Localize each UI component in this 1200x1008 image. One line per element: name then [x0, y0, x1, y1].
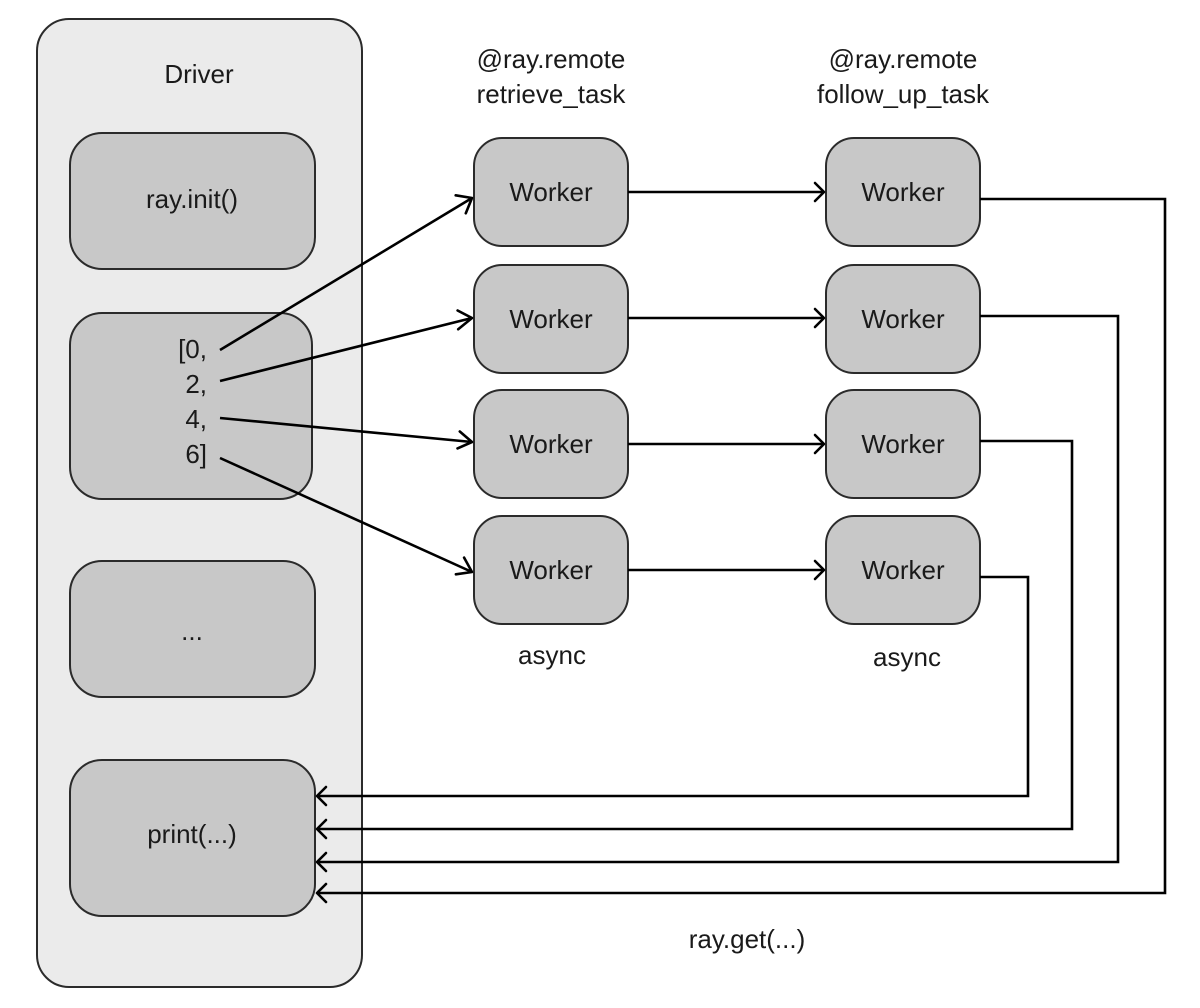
arrowhead-icon: [456, 430, 474, 450]
retrieve-async-label: async: [518, 640, 586, 670]
return-edge-followup1: [317, 197, 1167, 895]
arrowhead-icon: [454, 194, 474, 215]
worker-label: Worker: [509, 304, 593, 334]
list-item-3: 6]: [185, 439, 207, 469]
list-item-0: [0,: [178, 334, 207, 364]
followup-decorator: @ray.remote: [829, 44, 978, 74]
list-item-2: 4,: [185, 404, 207, 434]
arrowhead-icon: [315, 882, 328, 904]
print-block-label: print(...): [147, 819, 237, 849]
worker-label: Worker: [861, 304, 945, 334]
worker-label: Worker: [509, 429, 593, 459]
arrowhead-icon: [813, 433, 826, 455]
arrowhead-icon: [315, 785, 328, 807]
return-edge-followup4: [317, 575, 1030, 798]
list-block: [69, 312, 313, 500]
followup-worker-3: Worker: [825, 389, 981, 499]
ray-get-label: ray.get(...): [689, 924, 806, 954]
followup-async-label: async: [873, 642, 941, 672]
retrieve-decorator: @ray.remote: [477, 44, 626, 74]
retrieve-worker-3: Worker: [473, 389, 629, 499]
ellipsis-block: [69, 560, 316, 698]
arrowhead-icon: [813, 307, 826, 329]
followup-function: follow_up_task: [817, 79, 990, 109]
edge-list2-to-retrieve3: [219, 416, 473, 444]
arrowhead-icon: [315, 818, 328, 840]
followup-worker-1: Worker: [825, 137, 981, 247]
arrowhead-icon: [813, 559, 826, 581]
arrowhead-icon: [813, 181, 826, 203]
retrieve-function: retrieve_task: [477, 79, 627, 109]
edge-list0-to-retrieve1: [219, 196, 473, 352]
followup-worker-2: Worker: [825, 264, 981, 374]
arrowhead-icon: [454, 556, 474, 576]
list-item-1: 2,: [185, 369, 207, 399]
driver-title: Driver: [164, 59, 234, 89]
return-edge-followup2: [317, 314, 1120, 864]
retrieve-worker-2: Worker: [473, 264, 629, 374]
edge-list1-to-retrieve2: [219, 316, 473, 383]
edge-list3-to-retrieve4: [219, 456, 473, 574]
worker-label: Worker: [509, 555, 593, 585]
worker-label: Worker: [861, 177, 945, 207]
retrieve-worker-4: Worker: [473, 515, 629, 625]
arrowhead-icon: [315, 851, 328, 873]
return-edge-followup3: [317, 439, 1074, 831]
ellipsis-block-label: ...: [181, 616, 203, 646]
init-block: [69, 132, 316, 270]
worker-label: Worker: [861, 555, 945, 585]
init-block-label: ray.init(): [146, 184, 238, 214]
arrowhead-icon: [456, 309, 474, 331]
retrieve-worker-1: Worker: [473, 137, 629, 247]
print-block: [69, 759, 316, 917]
worker-label: Worker: [509, 177, 593, 207]
worker-label: Worker: [861, 429, 945, 459]
followup-worker-4: Worker: [825, 515, 981, 625]
